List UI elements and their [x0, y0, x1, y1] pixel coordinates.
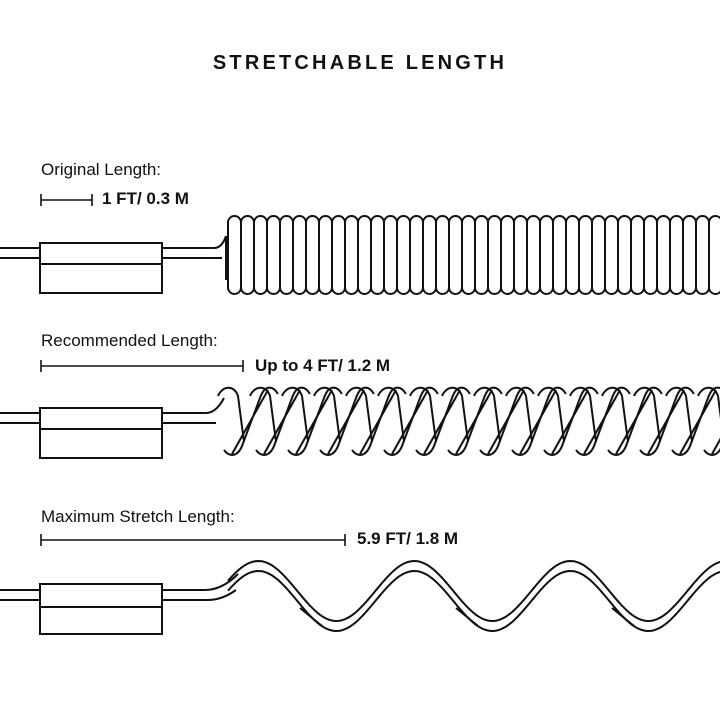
coil-strand [391, 389, 429, 455]
coil-strand [409, 386, 437, 443]
coil-loop [357, 215, 372, 295]
coil-loop [435, 215, 450, 295]
recommended-length-label: Recommended Length: [41, 331, 218, 350]
coil-loop [474, 215, 489, 295]
coil-strand [615, 389, 653, 455]
coil-strand [345, 386, 373, 443]
coil-loop [643, 215, 658, 295]
coil-loop [578, 215, 593, 295]
coil-loop [461, 215, 476, 295]
coil-loop [656, 215, 671, 295]
cord-edge-upper [227, 559, 720, 623]
coil-strand [703, 447, 720, 456]
coil-strand [281, 386, 309, 443]
original-length-value: 1 FT/ 0.3 M [102, 189, 189, 208]
coil-loop [266, 215, 281, 295]
coil-loop [604, 215, 619, 295]
coil-strand [505, 386, 533, 443]
coil-loop [227, 215, 242, 295]
coil-loop [669, 215, 684, 295]
coil-strand [633, 386, 661, 443]
page-title: STRETCHABLE LENGTH [212, 52, 508, 74]
coil-loop [539, 215, 554, 295]
original-length-bar [40, 194, 93, 206]
recommended-length-bar [40, 360, 244, 372]
connector-housing-recommended [39, 407, 163, 459]
coil-strand [551, 389, 589, 455]
coil-loop [409, 215, 424, 295]
coil-strand [601, 386, 629, 443]
coil-strand [313, 386, 341, 443]
coil-strand [697, 386, 720, 420]
coil-strand [217, 386, 245, 443]
coil-loop [370, 215, 385, 295]
cord-twist-mark [611, 607, 635, 627]
coil-loop [500, 215, 515, 295]
coil-loop [331, 215, 346, 295]
maximum-stretch-length-value: 5.9 FT/ 1.8 M [357, 529, 459, 548]
coil-loop [708, 215, 720, 295]
coil-loop [487, 215, 502, 295]
coil-loop [240, 215, 255, 295]
coil-strand [295, 389, 333, 455]
coil-loop [552, 215, 567, 295]
coil-loop [318, 215, 333, 295]
coiled-cable-original [0, 215, 720, 295]
coiled-cable-maximum [0, 559, 720, 635]
coil-loop [695, 215, 710, 295]
coil-loop [305, 215, 320, 295]
coil-strand [441, 386, 469, 443]
coil-strand [327, 389, 365, 455]
connector-housing-original [39, 242, 163, 294]
coil-strand [359, 389, 397, 455]
coil-loop [292, 215, 307, 295]
connector-housing-maximum [39, 583, 163, 635]
cord-twist-mark [455, 607, 479, 627]
coil-loop [617, 215, 632, 295]
coil-strand [263, 389, 301, 455]
coil-strand [249, 386, 277, 443]
coil-strand [519, 389, 557, 455]
coil-strand [569, 386, 597, 443]
coil-strand [473, 386, 501, 443]
coil-loop [591, 215, 606, 295]
coil-strand [665, 386, 693, 443]
coil-strand [423, 389, 461, 455]
coiled-cable-recommended [0, 386, 720, 459]
original-length-label: Original Length: [41, 160, 162, 179]
coil-loop [526, 215, 541, 295]
coil-loop [279, 215, 294, 295]
coil-loop [383, 215, 398, 295]
coil-loop [448, 215, 463, 295]
coil-loop [630, 215, 645, 295]
coil-strand [537, 386, 565, 443]
maximum-stretch-length-bar [40, 534, 346, 546]
coil-strand [377, 386, 405, 443]
coil-loop [422, 215, 437, 295]
coil-strand [711, 437, 720, 455]
coil-loop [565, 215, 580, 295]
coil-strand [487, 389, 525, 455]
coil-strand [647, 389, 685, 455]
recommended-length-value: Up to 4 FT/ 1.2 M [255, 356, 391, 375]
coil-strand [679, 389, 717, 455]
coil-strand [231, 389, 269, 455]
coil-loop [253, 215, 268, 295]
coil-loop [344, 215, 359, 295]
coil-strand [583, 389, 621, 455]
coil-strand [455, 389, 493, 455]
maximum-stretch-length-label: Maximum Stretch Length: [41, 507, 235, 526]
cord-twist-mark [299, 607, 323, 627]
coil-loop [513, 215, 528, 295]
coil-loop [396, 215, 411, 295]
coil-loop [682, 215, 697, 295]
